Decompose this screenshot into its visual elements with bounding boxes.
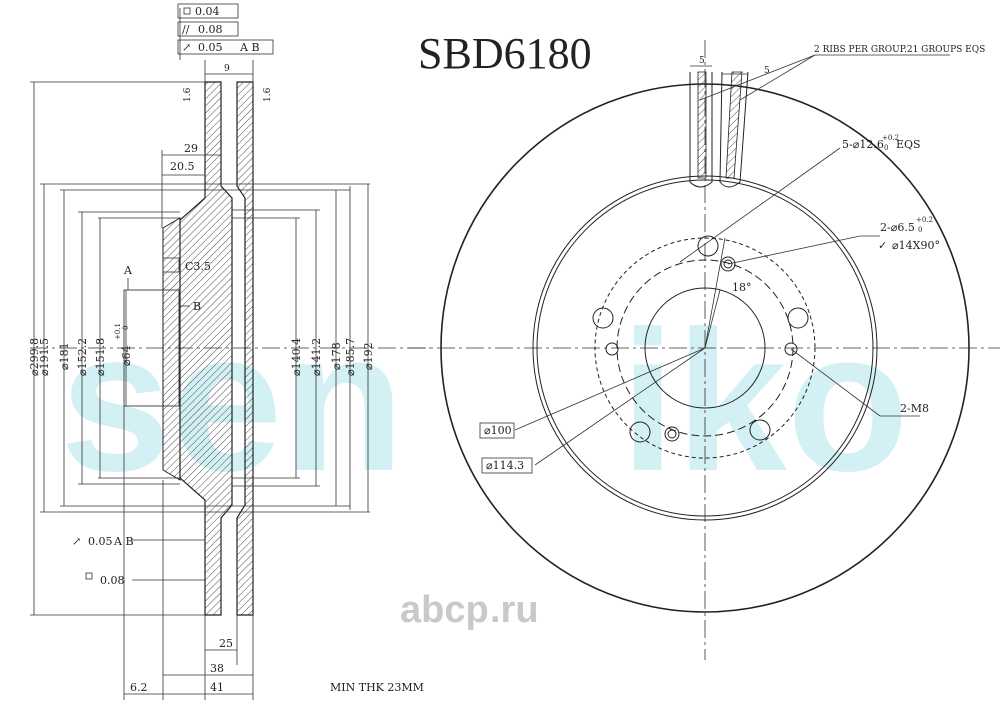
part-number-title: SBD6180 bbox=[418, 29, 592, 78]
abcp-logo: abcp .ru bbox=[400, 589, 539, 631]
min-thickness-note: MIN THK 23MM bbox=[330, 681, 424, 694]
runout-bottom-value: 0.05 bbox=[88, 535, 113, 548]
parallel-value: 0.08 bbox=[198, 23, 223, 36]
bore-tol-low: 0 bbox=[122, 326, 130, 330]
flatness-bottom-value: 0.08 bbox=[100, 574, 125, 587]
rib-width-a: 5 bbox=[699, 56, 705, 66]
runout-top-value: 0.05 bbox=[198, 41, 223, 54]
dia-141-2: ⌀141.2 bbox=[310, 338, 323, 376]
holes-12-eqs: EQS bbox=[896, 138, 921, 151]
dia-185-7: ⌀185.7 bbox=[344, 338, 357, 376]
holes-6-tol-low: 0 bbox=[918, 226, 922, 234]
datum-b: B bbox=[193, 300, 201, 313]
holes-6-tol-high: +0.2 bbox=[916, 216, 933, 224]
holes-12-6: 5-⌀12.6 bbox=[842, 138, 884, 151]
pcd-114-3: ⌀114.3 bbox=[486, 459, 524, 472]
angle-18: 18° bbox=[732, 281, 752, 294]
watermark-brand-right: iko bbox=[620, 290, 909, 513]
dim-38: 38 bbox=[210, 662, 224, 675]
dia-192: ⌀192 bbox=[362, 342, 375, 370]
pcd-100: ⌀100 bbox=[484, 424, 512, 437]
dia-191-5: ⌀191.5 bbox=[38, 338, 51, 376]
runout-icon-bottom: ↗ bbox=[72, 535, 81, 548]
rib-width-b: 5 bbox=[764, 66, 770, 76]
countersink-note: ✓ bbox=[878, 239, 887, 252]
dia-299-8: ⌀299.8 bbox=[28, 338, 41, 376]
abcp-logo-ru: .ru bbox=[490, 589, 539, 631]
dim-offset-left: 1.6 bbox=[183, 87, 193, 102]
dia-152-2: ⌀152.2 bbox=[76, 338, 89, 376]
dim-41: 41 bbox=[210, 681, 224, 694]
holes-6-5: 2-⌀6.5 bbox=[880, 221, 915, 234]
thread-m8: 2-M8 bbox=[900, 402, 929, 415]
dia-181: ⌀181 bbox=[58, 342, 71, 370]
runout-bottom-ref: A B bbox=[113, 535, 134, 548]
dia-64: ⌀64 bbox=[120, 345, 133, 366]
dim-25: 25 bbox=[219, 637, 233, 650]
abcp-logo-text: abcp bbox=[400, 589, 489, 631]
dia-151-8: ⌀151.8 bbox=[94, 338, 107, 376]
dia-178: ⌀178 bbox=[330, 342, 343, 370]
section-view bbox=[30, 3, 430, 700]
bore-tol-high: +0.1 bbox=[114, 323, 122, 340]
dim-offset-right: 1.6 bbox=[263, 87, 273, 102]
parallel-symbol: // bbox=[182, 23, 190, 36]
holes-12-tol-high: +0.2 bbox=[882, 134, 899, 142]
runout-icon: ↗ bbox=[182, 41, 191, 54]
dim-6-2: 6.2 bbox=[130, 681, 148, 694]
dia-140-4: ⌀140.4 bbox=[290, 338, 303, 376]
dim-20-5: 20.5 bbox=[170, 160, 195, 173]
flatness-top-value: 0.04 bbox=[195, 5, 220, 18]
runout-top-ref: A B bbox=[239, 41, 260, 54]
ribs-note: 2 RIBS PER GROUP.21 GROUPS EQS bbox=[814, 45, 985, 55]
dim-29: 29 bbox=[184, 142, 198, 155]
datum-a: A bbox=[123, 264, 133, 277]
countersink-value: ⌀14X90° bbox=[892, 239, 940, 252]
front-view bbox=[408, 40, 1000, 660]
holes-12-tol-low: 0 bbox=[884, 144, 888, 152]
chamfer-label: C3.5 bbox=[185, 260, 211, 273]
dim-width-9: 9 bbox=[224, 64, 230, 74]
